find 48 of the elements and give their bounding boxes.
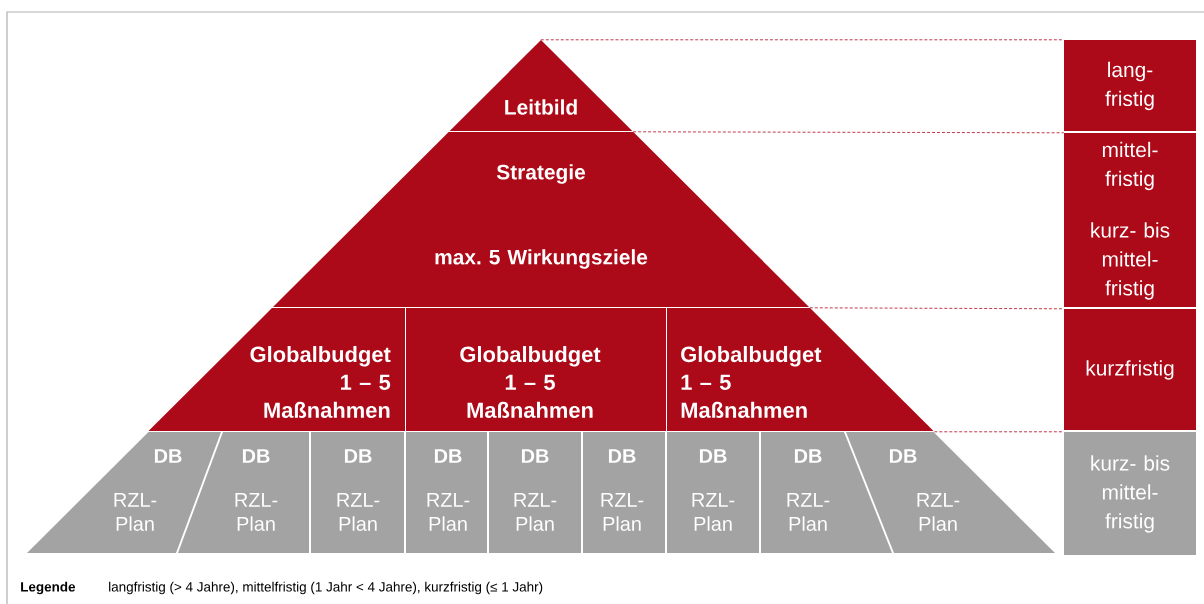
budget-block: Globalbudget 1 – 5 Maßnahmen <box>406 308 666 431</box>
plan-cell: DB RZL-Plan <box>667 432 759 553</box>
plan-cell: DB RZL-Plan <box>489 432 581 553</box>
node-label: kurz- bis mittel-fristig <box>1091 222 1170 300</box>
term-box: kurzfristig <box>1064 309 1196 430</box>
node-label: kurzfristig <box>1086 360 1174 380</box>
node-label: RZL-Plan <box>917 493 960 531</box>
plan-cell: DB RZL-Plan <box>311 432 404 553</box>
pyramid-tier: Leitbild <box>449 40 633 131</box>
node-label: DB <box>242 449 270 463</box>
plan-cell: DB RZL-Plan <box>27 432 221 553</box>
term-box: lang-fristig <box>1064 40 1196 131</box>
node-label: RZL-Plan <box>337 493 380 531</box>
node-label: Globalbudget 1 – 5 Maßnahmen <box>681 346 822 418</box>
guide-line <box>632 131 1065 134</box>
node-label: max. 5 Wirkungsziele <box>435 249 648 269</box>
legend-heading: Legende <box>21 581 76 595</box>
node-label: RZL-Plan <box>114 493 157 531</box>
node-label: RZL-Plan <box>427 493 470 531</box>
guide-line <box>540 39 1065 41</box>
node-label: DB <box>434 449 462 463</box>
plan-cell: DB RZL-Plan <box>583 432 665 553</box>
budget-block: Globalbudget 1 – 5 Maßnahmen <box>148 308 405 431</box>
node-label: DB <box>608 449 636 463</box>
node-label: lang-fristig <box>1105 61 1154 111</box>
budget-block: Globalbudget 1 – 5 Maßnahmen <box>667 308 934 431</box>
node-label: RZL-Plan <box>514 493 557 531</box>
plan-cell: DB RZL-Plan <box>846 432 1055 553</box>
node-label: DB <box>699 449 727 463</box>
node-label: Leitbild <box>505 99 577 115</box>
node-label: mittel-fristig <box>1102 141 1158 191</box>
guide-line <box>809 307 1065 310</box>
node-label: Globalbudget 1 – 5 Maßnahmen <box>460 346 601 418</box>
node-label: Globalbudget 1 – 5 Maßnahmen <box>250 346 391 418</box>
plan-cell: DB RZL-Plan <box>406 432 487 553</box>
term-box: mittel-fristig kurz- bis mittel-fristig <box>1064 133 1196 307</box>
guide-line <box>933 431 1065 433</box>
node-label: RZL-Plan <box>235 493 278 531</box>
node-label: DB <box>794 449 822 463</box>
node-label: RZL-Plan <box>787 493 830 531</box>
node-label: RZL-Plan <box>601 493 644 531</box>
node-label: DB <box>344 449 372 463</box>
node-label: RZL-Plan <box>692 493 735 531</box>
term-box: kurz- bis mittel-fristig <box>1064 432 1196 555</box>
node-label: DB <box>889 449 917 463</box>
node-label: Strategie <box>496 164 586 184</box>
legend-text: langfristig (> 4 Jahre), mittelfristig (1 Jahr < 4 Jahre), kurzfristig (≤ 1 Jahr) <box>109 581 543 595</box>
node-label: DB <box>521 449 549 463</box>
